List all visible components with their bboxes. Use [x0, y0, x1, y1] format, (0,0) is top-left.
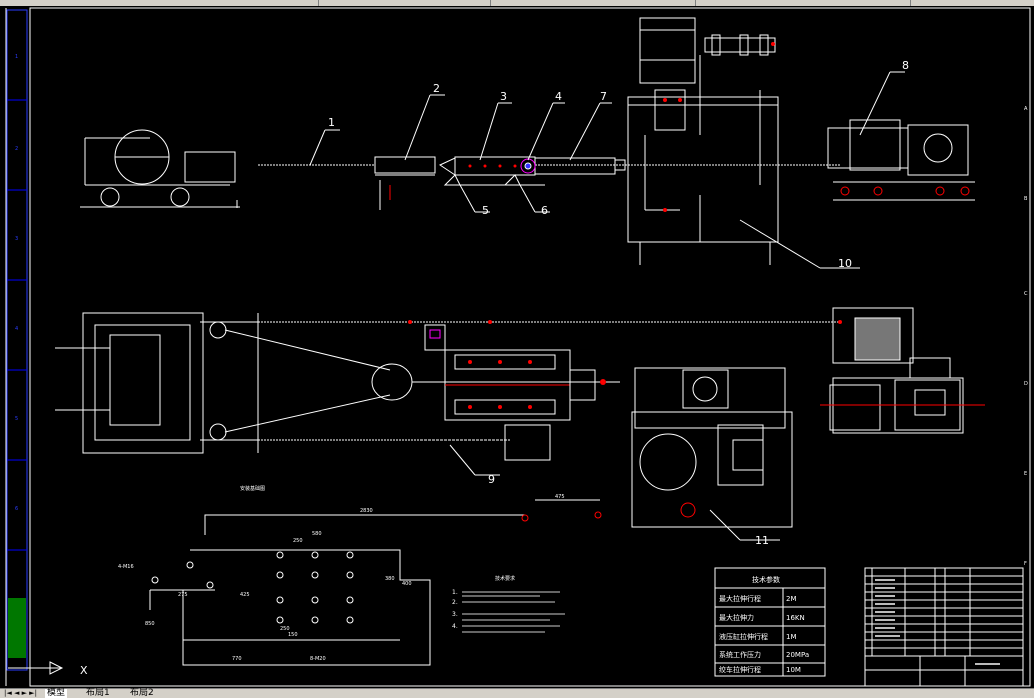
ruler-mark-5: 5 [15, 416, 18, 422]
toolbar-segment-4[interactable] [700, 0, 911, 6]
ruler-mark-6: 6 [15, 506, 18, 512]
callout-3: 3 [500, 90, 507, 103]
hydraulic-tank [627, 17, 779, 265]
right-ruler-b: B [1024, 196, 1028, 202]
ruler-mark-4: 4 [15, 326, 18, 332]
dim-580: 580 [312, 531, 322, 537]
top-toolbar-strip [0, 0, 1034, 6]
plan-red-markers [408, 320, 842, 385]
callout-8: 8 [902, 59, 909, 72]
plan-cylinder-bolts [468, 360, 532, 409]
param-name-1: 最大拉伸行程 [719, 594, 761, 603]
winch-machine [827, 119, 975, 201]
ruler-mark-3: 3 [15, 236, 18, 242]
param-value-1: 2M [786, 595, 797, 603]
note-3: 3. [452, 611, 458, 618]
dim-475: 475 [555, 494, 565, 500]
tank-red-dots [663, 42, 775, 212]
tab-layout1[interactable]: 布局1 [86, 688, 110, 698]
notes-heading: 技术要求 [495, 575, 515, 582]
parts-list-text [875, 579, 1000, 665]
params-table [714, 567, 826, 677]
note-4: 4. [452, 623, 458, 630]
callout-9: 9 [488, 473, 495, 486]
plan-cylinder-body [444, 349, 596, 421]
right-ruler-e: E [1024, 471, 1027, 477]
red-markers-top [468, 164, 517, 168]
toolbar-segment-1[interactable] [0, 0, 319, 6]
callout-7: 7 [600, 90, 607, 103]
dim-4m16: 4-M16 [118, 564, 134, 570]
right-ruler-f: F [1024, 561, 1027, 567]
dim-425: 425 [240, 592, 250, 598]
layout-tab-bar: |◄ ◄ ► ►| 模型 布局1 布局2 [0, 688, 1034, 698]
hydraulic-station-plan [631, 367, 793, 541]
foundation-bolt-holes [151, 511, 602, 624]
notes-hatched-text [462, 591, 565, 633]
plan-cable-lines [224, 321, 840, 441]
param-value-5: 10M [786, 666, 801, 674]
right-ruler-a: A [1024, 106, 1028, 112]
tank-valve-bar [704, 34, 776, 56]
param-value-4: 20MPa [786, 651, 809, 659]
callout-4: 4 [555, 90, 562, 103]
parts-list-block [864, 567, 1024, 687]
note-1: 1. [452, 589, 458, 596]
ucs-x-label: X [80, 664, 88, 677]
param-name-2: 最大拉伸力 [719, 613, 754, 622]
dim-150: 150 [288, 632, 298, 638]
dim-850: 850 [145, 621, 155, 627]
note-2: 2. [452, 599, 458, 606]
dim-380: 380 [385, 576, 395, 582]
left-ruler-green-block [8, 598, 26, 658]
dim-400: 400 [402, 581, 412, 587]
drawing-frame [5, 7, 1031, 687]
tab-nav-arrows[interactable]: |◄ ◄ ► ►| [4, 689, 37, 697]
dim-250b: 250 [280, 626, 290, 632]
plan-winch [820, 307, 985, 434]
toolbar-segment-3[interactable] [495, 0, 696, 6]
right-ruler-c: C [1024, 291, 1028, 297]
callout-2: 2 [433, 82, 440, 95]
cable-drum-cart [80, 129, 240, 208]
dim-8m20: 8-M20 [310, 656, 326, 662]
param-name-5: 绞车拉伸行程 [719, 665, 761, 674]
param-value-3: 1M [786, 633, 797, 641]
toolbar-segment-2[interactable] [330, 0, 491, 6]
ruler-mark-2: 2 [15, 146, 18, 152]
callout-10: 10 [838, 257, 852, 270]
callout-11: 11 [755, 534, 769, 547]
param-name-3: 液压缸拉伸行程 [719, 632, 768, 641]
plan-clamp-small [424, 324, 446, 351]
param-value-2: 16KN [786, 614, 805, 622]
foundation-outline [149, 499, 600, 666]
ucs-icon [8, 661, 64, 675]
foundation-title: 安装基础图 [240, 485, 265, 492]
clamp-and-cylinder-assembly [374, 156, 626, 210]
callout-1: 1 [328, 116, 335, 129]
plan-connector-9 [420, 424, 551, 476]
drawing-canvas[interactable]: 1 2 3 4 5 6 A B C D E F [0, 6, 1034, 688]
dim-770: 770 [232, 656, 242, 662]
dim-2830: 2830 [360, 508, 373, 514]
params-heading: 技术参数 [752, 575, 780, 584]
left-ruler [6, 9, 28, 671]
callout-5: 5 [482, 204, 489, 217]
right-ruler-d: D [1024, 381, 1028, 387]
tab-layout2[interactable]: 布局2 [130, 688, 154, 698]
plan-anchor-frame [55, 312, 259, 454]
tab-model[interactable]: 模型 [45, 688, 68, 698]
param-name-4: 系统工作压力 [719, 650, 761, 659]
callout-6: 6 [541, 204, 548, 217]
dim-275: 275 [178, 592, 188, 598]
ruler-mark-1: 1 [15, 54, 18, 60]
dim-250: 250 [293, 538, 303, 544]
